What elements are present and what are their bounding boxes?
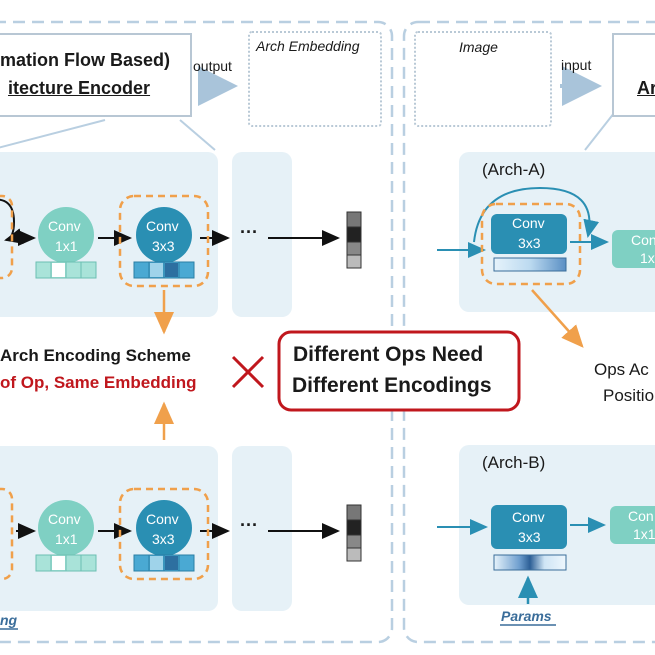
top-conv1-node <box>38 207 94 263</box>
top-ellipsis: ··· <box>240 222 258 242</box>
right-panel-frame <box>402 20 655 644</box>
bottom-conv3-node <box>136 500 192 556</box>
top-conv1-label-b: 1x1 <box>55 238 78 254</box>
left-panel-frame <box>0 20 394 644</box>
top-conv1-label-a: Conv <box>48 218 81 234</box>
left-footer-label: ng <box>0 612 18 628</box>
bottom-graph-bg-2 <box>232 446 292 611</box>
arch-a-conv3-label-a: Conv <box>512 215 545 231</box>
arch-embedding-label: Arch Embedding <box>256 38 360 54</box>
arch-a-conv-right <box>612 230 655 268</box>
arch-b-conv3-node <box>491 505 567 549</box>
bottom-left-highlight <box>0 487 14 581</box>
bottom-conv1-label-b: 1x1 <box>55 531 78 547</box>
image-box <box>414 31 552 127</box>
ops-line1: Ops Ac <box>594 360 649 379</box>
top-output-vector <box>346 211 362 269</box>
cross-mark-b <box>231 355 265 389</box>
top-conv3-label-b: 3x3 <box>152 238 175 254</box>
arch-a-conv-right-label-a: Con <box>631 232 655 248</box>
top-skip-edge <box>0 198 24 244</box>
top-conv3-highlight <box>118 194 210 288</box>
encoder-title-line2: itecture Encoder <box>8 78 151 98</box>
predictor-box <box>612 33 655 117</box>
arch-a-conv3-node <box>491 214 567 254</box>
scheme-line1: Arch Encoding Scheme <box>0 346 191 365</box>
arch-b-label: (Arch-B) <box>482 453 546 472</box>
top-left-highlight <box>0 194 14 280</box>
bottom-conv3-highlight <box>118 487 210 581</box>
bottom-conv3-label-b: 3x3 <box>152 531 175 547</box>
arch-b-conv3-label-a: Conv <box>512 509 545 525</box>
input-label: input <box>561 57 592 73</box>
bottom-output-vector <box>346 504 362 562</box>
arch-a-params <box>493 257 567 272</box>
params-label: Params <box>501 608 552 624</box>
scheme-line2: of Op, Same Embedding <box>0 373 197 392</box>
callout-line2: Different Encodings <box>292 374 492 397</box>
arch-a-label: (Arch-A) <box>482 160 546 179</box>
bottom-conv3-label-a: Conv <box>146 511 179 527</box>
bottom-conv1-node <box>38 500 94 556</box>
arch-b-conv3-label-b: 3x3 <box>518 529 541 545</box>
callout-line1: Different Ops Need <box>293 343 484 366</box>
top-graph-bg-2 <box>232 152 292 317</box>
arch-a-conv-right-label-b: 1x <box>640 250 655 266</box>
bottom-conv1-label-a: Conv <box>48 511 81 527</box>
encoder-title-box <box>0 33 192 117</box>
arch-b-params <box>493 554 567 571</box>
arch-b-conv-right-label-a: Con <box>628 508 654 524</box>
bottom-ellipsis: ··· <box>240 515 258 535</box>
arch-b-conv-right <box>610 506 655 544</box>
arch-embedding-box <box>248 31 382 127</box>
top-conv3-node <box>136 207 192 263</box>
image-label: Image <box>459 39 498 55</box>
encoder-title-line1: mation Flow Based) <box>0 50 171 70</box>
arch-a-orange-arrow <box>531 289 584 348</box>
output-label: output <box>193 58 232 74</box>
top-conv3-label-a: Conv <box>146 218 179 234</box>
arch-b-conv-right-label-b: 1x1 <box>633 526 655 542</box>
different-encodings-callout <box>277 330 521 412</box>
ops-line2: Positio <box>603 386 655 405</box>
arch-a-conv3-label-b: 3x3 <box>518 235 541 251</box>
predictor-label: Ar <box>637 78 655 98</box>
